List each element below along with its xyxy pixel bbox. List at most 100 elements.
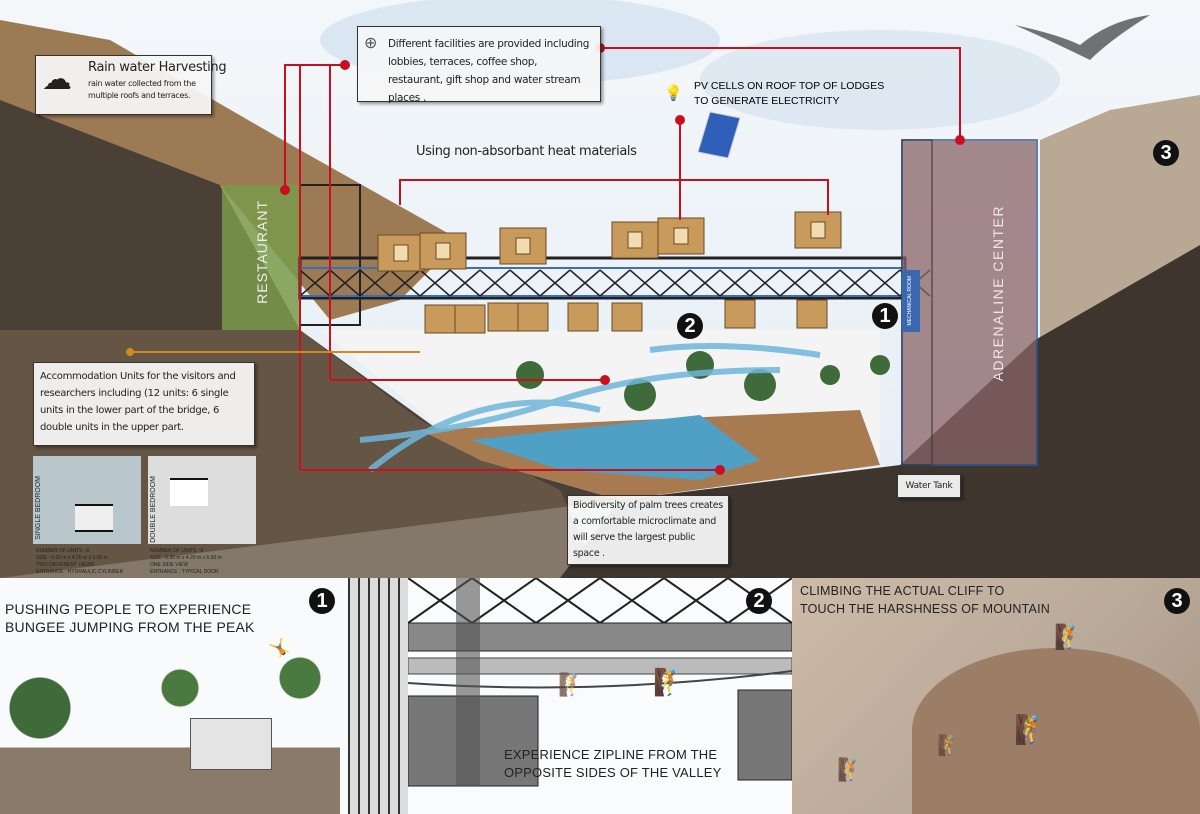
single-bedroom-card: SINGLE BEDROOM xyxy=(33,456,141,544)
bungee-jumper-icon: 🤸 xyxy=(268,638,291,659)
detail: NUMBER OF UNITS : 6 xyxy=(150,548,204,554)
lower-cabin xyxy=(567,302,599,332)
lower-cabin xyxy=(517,302,549,332)
cliff-rock xyxy=(912,648,1200,814)
detail: ENTRANCE : HYDRAULIC CYLINDER xyxy=(36,569,124,575)
brace xyxy=(663,578,729,624)
climber-icon: 🧗 xyxy=(1054,623,1084,651)
accommodation-cabins xyxy=(377,211,842,334)
truss-brace xyxy=(479,269,511,297)
truss-brace xyxy=(869,269,901,297)
rain-harvesting-callout: ☁ Rain water Harvesting rain water colle… xyxy=(35,55,227,115)
section-diagram: ☁ Rain water Harvesting rain water colle… xyxy=(0,0,1200,578)
lower-cabin xyxy=(611,302,643,332)
bird-icon xyxy=(1015,15,1150,60)
restaurant-label: RESTAURANT xyxy=(254,200,270,304)
detail: SIZE : 6.00 m x 4.20 m x 3.00 m xyxy=(36,555,108,561)
double-bedroom-plan xyxy=(170,478,208,506)
truss-brace xyxy=(359,269,391,297)
truss-brace xyxy=(329,269,361,297)
lower-cabin xyxy=(487,302,519,332)
brace xyxy=(599,578,665,624)
lattice-column xyxy=(456,578,480,786)
light-bulb-icon: 💡 xyxy=(664,84,683,102)
biodiversity-callout: Biodiversity of palm trees creates a com… xyxy=(567,495,729,565)
truss-brace xyxy=(749,269,781,297)
panel-2-number: 2 xyxy=(746,588,772,614)
marker-2: 2 xyxy=(677,313,703,339)
detail: TWO DIFFERENT VIEWS xyxy=(36,562,95,568)
cabin-window xyxy=(673,227,689,245)
panel-climbing: 3 CLIMBING THE ACTUAL CLIFF TO TOUCH THE… xyxy=(792,578,1200,814)
caption-line: PUSHING PEOPLE TO EXPERIENCE xyxy=(5,601,252,617)
brace xyxy=(471,578,537,624)
single-bedroom-title: SINGLE BEDROOM xyxy=(35,476,42,540)
panel-3-caption: CLIMBING THE ACTUAL CLIFF TO TOUCH THE H… xyxy=(800,582,1050,618)
truss-brace xyxy=(659,269,691,297)
panel-zipline: 🧗 🧗 2 EXPERIENCE ZIPLINE FROM THE OPPOSI… xyxy=(408,578,792,814)
lower-cabin xyxy=(454,304,486,334)
cabin-window xyxy=(810,221,826,239)
cabin-window xyxy=(393,244,409,262)
cabin xyxy=(737,689,792,781)
climber-icon: 🧗 xyxy=(837,758,865,783)
pv-panel-icon xyxy=(697,111,741,159)
marker-1: 1 xyxy=(872,303,898,329)
lower-cabin xyxy=(724,299,756,329)
detail: ONE SIDE VIEW xyxy=(150,562,189,568)
rain-cloud-icon: ☁ xyxy=(42,62,72,97)
panel-1-palms xyxy=(0,648,340,814)
water-tank-label: Water Tank xyxy=(897,474,961,498)
truss-brace xyxy=(779,269,811,297)
truss-brace xyxy=(539,269,571,297)
detail: ENTRANCE : TYPICAL DOOR xyxy=(150,569,219,575)
truss-brace xyxy=(629,269,661,297)
zipliner-icon: 🧗 xyxy=(558,673,586,698)
panel-2-bracing xyxy=(408,578,792,624)
panel-3-number: 3 xyxy=(1164,588,1190,614)
single-bedroom-plan xyxy=(75,504,113,532)
materials-note: Using non-absorbant heat materials xyxy=(416,144,637,159)
lower-cabin xyxy=(424,304,456,334)
water-stream xyxy=(470,415,760,480)
double-bedroom-title: DOUBLE BEDROOM xyxy=(150,476,157,543)
detail: NUMBER OF UNITS : 6 xyxy=(36,548,90,554)
adrenaline-tower xyxy=(901,139,1038,466)
zipliner-icon: 🧗 xyxy=(653,668,686,698)
panel-1-caption: PUSHING PEOPLE TO EXPERIENCE BUNGEE JUMP… xyxy=(5,600,255,636)
cabin-window xyxy=(627,231,643,249)
panel-2-caption: EXPERIENCE ZIPLINE FROM THE OPPOSITE SID… xyxy=(504,746,722,782)
panel-1-tower xyxy=(348,578,408,814)
double-bedroom-card: DOUBLE BEDROOM xyxy=(148,456,256,544)
panel-1-number: 1 xyxy=(309,588,335,614)
marker-3: 3 xyxy=(1153,140,1179,166)
climber-icon: 🧗 xyxy=(937,733,962,757)
building xyxy=(190,718,272,770)
pv-text-line1: PV CELLS ON ROOF TOP OF LODGES xyxy=(694,80,885,92)
facilities-text: Different facilities are provided includ… xyxy=(388,38,590,104)
truss-brace xyxy=(839,269,871,297)
rain-text: rain water collected from the multiple r… xyxy=(88,79,196,100)
truss-brace xyxy=(509,269,541,297)
adrenaline-label: ADRENALINE CENTER xyxy=(990,205,1006,382)
leader-lines xyxy=(130,47,961,471)
pv-text-line2: TO GENERATE ELECTRICITY xyxy=(694,95,840,107)
panel-2-drawing xyxy=(408,578,792,787)
cabin-window xyxy=(435,242,451,260)
detail: SIZE : 6.00 m x 4.20 m x 6.00 m xyxy=(150,555,222,561)
truss-brace xyxy=(389,269,421,297)
truss-brace xyxy=(809,269,841,297)
caption-line: OPPOSITE SIDES OF THE VALLEY xyxy=(504,765,722,780)
cabin-window xyxy=(515,237,531,255)
lower-cabin xyxy=(796,299,828,329)
caption-line: BUNGEE JUMPING FROM THE PEAK xyxy=(5,619,255,635)
truss-brace xyxy=(719,269,751,297)
caption-line: TOUCH THE HARSHNESS OF MOUNTAIN xyxy=(800,602,1050,616)
caption-line: EXPERIENCE ZIPLINE FROM THE xyxy=(504,747,718,762)
facilities-callout: ⊕ Different facilities are provided incl… xyxy=(357,26,601,104)
truss-brace xyxy=(569,269,601,297)
truss-brace xyxy=(299,269,331,297)
bridge-beam xyxy=(408,657,792,675)
